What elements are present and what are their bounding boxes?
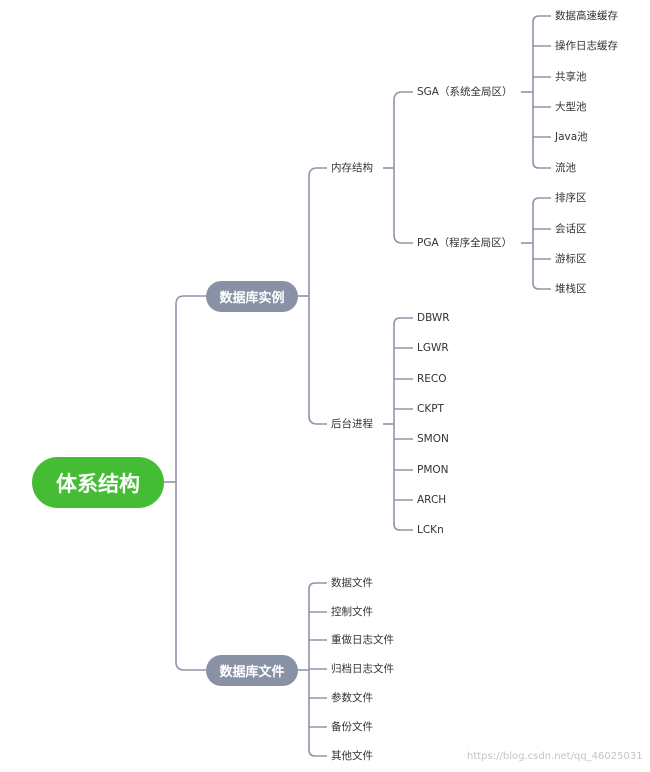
file-item[interactable]: 控制文件 bbox=[331, 606, 373, 618]
file-item[interactable]: 重做日志文件 bbox=[331, 634, 394, 646]
pga-item[interactable]: 堆栈区 bbox=[555, 283, 587, 295]
background-node[interactable]: 后台进程 bbox=[331, 418, 373, 430]
file-item[interactable]: 参数文件 bbox=[331, 692, 373, 704]
connector-line bbox=[308, 167, 327, 177]
pga-node[interactable]: PGA（程序全局区） bbox=[417, 237, 513, 249]
sga-item[interactable]: 大型池 bbox=[555, 101, 587, 113]
process-item[interactable]: DBWR bbox=[417, 312, 450, 324]
connector-line bbox=[308, 415, 327, 425]
pga-item[interactable]: 游标区 bbox=[555, 253, 587, 265]
connector-line bbox=[175, 661, 206, 671]
connector-line bbox=[532, 15, 551, 23]
connector-line bbox=[393, 234, 413, 244]
connector-line bbox=[393, 523, 413, 531]
sga-item[interactable]: 流池 bbox=[555, 162, 576, 174]
sga-item[interactable]: Java池 bbox=[555, 131, 588, 143]
sga-item[interactable]: 操作日志缓存 bbox=[555, 40, 618, 52]
connector-line bbox=[393, 317, 413, 325]
file-item[interactable]: 数据文件 bbox=[331, 577, 373, 589]
memory-node[interactable]: 内存结构 bbox=[331, 162, 373, 174]
connector-line bbox=[308, 582, 327, 590]
watermark: https://blog.csdn.net/qq_46025031 bbox=[467, 751, 643, 762]
files-node[interactable]: 数据库文件 bbox=[206, 655, 298, 686]
sga-node[interactable]: SGA（系统全局区） bbox=[417, 86, 513, 98]
sga-item[interactable]: 共享池 bbox=[555, 71, 587, 83]
process-item[interactable]: ARCH bbox=[417, 494, 447, 506]
file-item[interactable]: 备份文件 bbox=[331, 721, 373, 733]
process-item[interactable]: LCKn bbox=[417, 524, 444, 536]
process-item[interactable]: CKPT bbox=[417, 403, 444, 415]
sga-item[interactable]: 数据高速缓存 bbox=[555, 10, 618, 22]
root-node[interactable]: 体系结构 bbox=[32, 457, 164, 508]
pga-item[interactable]: 排序区 bbox=[555, 192, 587, 204]
connector-line bbox=[308, 749, 327, 757]
connector-line bbox=[175, 295, 206, 305]
connector-line bbox=[393, 91, 413, 101]
connector-line bbox=[532, 161, 551, 169]
connector-line bbox=[532, 282, 551, 290]
process-item[interactable]: PMON bbox=[417, 464, 449, 476]
pga-item[interactable]: 会话区 bbox=[555, 223, 587, 235]
connector-line bbox=[532, 197, 551, 205]
instance-node[interactable]: 数据库实例 bbox=[206, 281, 298, 312]
file-item[interactable]: 其他文件 bbox=[331, 750, 373, 762]
process-item[interactable]: RECO bbox=[417, 373, 447, 385]
process-item[interactable]: SMON bbox=[417, 433, 449, 445]
process-item[interactable]: LGWR bbox=[417, 342, 449, 354]
file-item[interactable]: 归档日志文件 bbox=[331, 663, 394, 675]
